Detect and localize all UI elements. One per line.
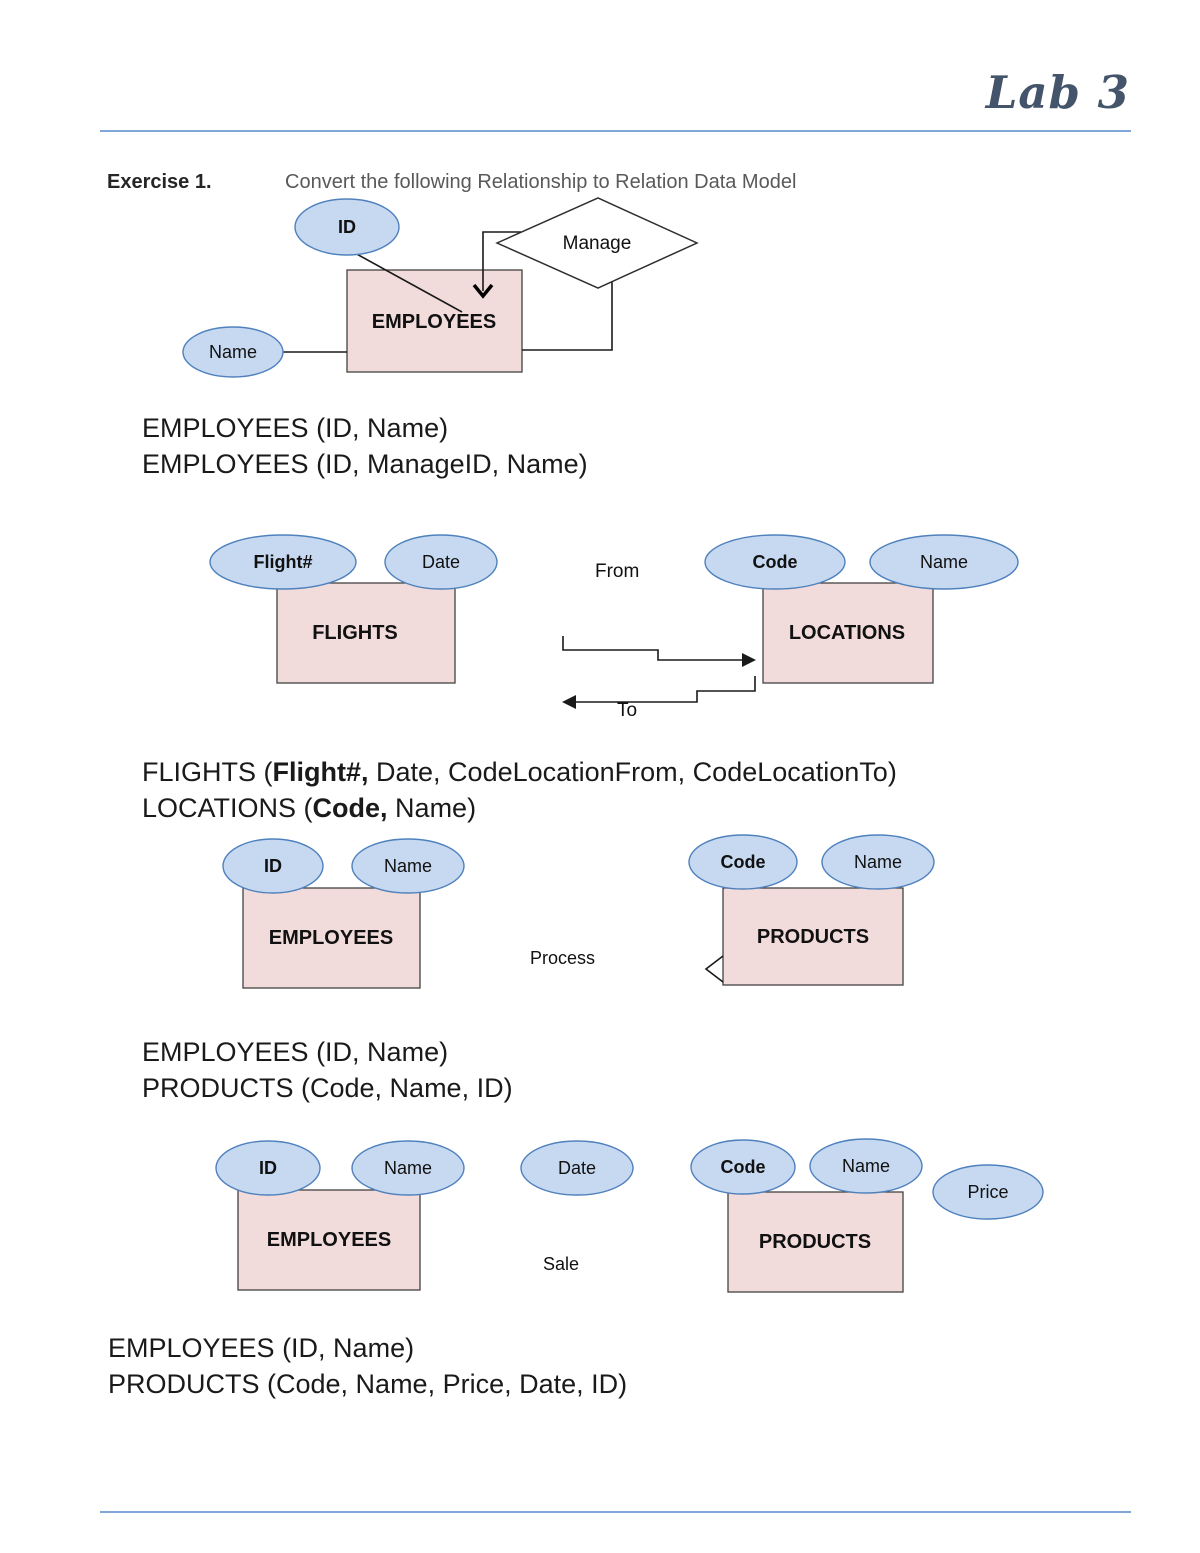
attribute-name-label: Name bbox=[384, 856, 432, 876]
entity-products-rect bbox=[722, 887, 904, 986]
attribute-price-label: Price bbox=[967, 1182, 1008, 1202]
attribute-flightno-ellipse bbox=[209, 534, 357, 590]
diagram-manage: Manage ID Name EMPLOYEES bbox=[182, 197, 699, 378]
attribute-name-ellipse bbox=[809, 1138, 923, 1194]
schema-text-segment: Name) bbox=[387, 793, 477, 823]
diagram-process: ID Name Code Name EMPLOYEES PRODUCTS Pro… bbox=[222, 834, 935, 989]
attribute-id-label: ID bbox=[264, 856, 282, 876]
schema-line: LOCATIONS (Code, Name) bbox=[142, 790, 897, 826]
schema-text-segment: FLIGHTS ( bbox=[142, 757, 273, 787]
attribute-flightno-label: Flight# bbox=[254, 552, 313, 572]
footer-rule bbox=[100, 1511, 1131, 1513]
attribute-name-ellipse bbox=[869, 534, 1019, 590]
schema-text-segment: Code, bbox=[312, 793, 388, 823]
arrow-right-icon bbox=[742, 653, 756, 667]
attribute-date-label: Date bbox=[422, 552, 460, 572]
entity-employees-rect bbox=[346, 269, 523, 373]
diagram-sale: ID Name Date Code Name Price EMPLOYEES P… bbox=[215, 1138, 1044, 1293]
connector-to-arrow-line bbox=[576, 676, 756, 703]
attribute-date-ellipse bbox=[384, 534, 498, 590]
schema-line: PRODUCTS (Code, Name, ID) bbox=[142, 1073, 513, 1103]
attribute-id-ellipse bbox=[215, 1140, 321, 1196]
exercise-instruction: Convert the following Relationship to Re… bbox=[285, 171, 797, 193]
attribute-date-label: Date bbox=[558, 1158, 596, 1178]
attribute-id-ellipse bbox=[222, 838, 324, 894]
attribute-name-ellipse bbox=[351, 1140, 465, 1196]
entity-products-label: PRODUCTS bbox=[759, 1231, 871, 1253]
attribute-id-ellipse bbox=[294, 198, 400, 256]
attribute-name-label: Name bbox=[384, 1158, 432, 1178]
arrow-left-icon bbox=[562, 695, 576, 709]
relationship-process-label: Process bbox=[530, 948, 595, 968]
attribute-code-ellipse bbox=[704, 534, 846, 590]
entity-employees-label: EMPLOYEES bbox=[267, 1229, 391, 1251]
attribute-name-ellipse bbox=[821, 834, 935, 890]
diagram-flights-locations: Flight# Date Code Name FLIGHTS LOCATIONS… bbox=[209, 534, 1019, 721]
attribute-name-label: Name bbox=[920, 552, 968, 572]
exercise-heading: Exercise 1. Convert the following Relati… bbox=[0, 171, 1200, 201]
schema-block-employees-manage: EMPLOYEES (ID, Name) EMPLOYEES (ID, Mana… bbox=[142, 410, 588, 482]
attribute-code-label: Code bbox=[753, 552, 798, 572]
schema-line: PRODUCTS (Code, Name, Price, Date, ID) bbox=[108, 1369, 628, 1399]
attribute-name-label: Name bbox=[209, 342, 257, 362]
entity-flights-label: FLIGHTS bbox=[312, 622, 398, 644]
entity-employees-label: EMPLOYEES bbox=[372, 311, 496, 333]
schema-block-flights-locations: FLIGHTS (Flight#, Date, CodeLocationFrom… bbox=[142, 754, 897, 826]
schema-line: EMPLOYEES (ID, Name) bbox=[108, 1333, 415, 1363]
schema-line: EMPLOYEES (ID, Name) bbox=[142, 1037, 449, 1067]
attribute-name-label: Name bbox=[854, 852, 902, 872]
schema-line: FLIGHTS (Flight#, Date, CodeLocationFrom… bbox=[142, 754, 897, 790]
relationship-partial-diamond bbox=[704, 955, 724, 983]
attribute-id-label: ID bbox=[259, 1158, 277, 1178]
schema-block-employees-products-process: EMPLOYEES (ID, Name) PRODUCTS (Code, Nam… bbox=[142, 1034, 513, 1106]
relationship-sale-label: Sale bbox=[543, 1254, 579, 1274]
attribute-name-label: Name bbox=[842, 1156, 890, 1176]
relationship-manage-label: Manage bbox=[563, 233, 632, 254]
entity-employees-rect bbox=[242, 887, 421, 989]
attribute-code-ellipse bbox=[690, 1139, 796, 1195]
entity-flights-rect bbox=[276, 582, 456, 684]
entity-employees-rect bbox=[237, 1189, 421, 1291]
schema-text-segment: LOCATIONS ( bbox=[142, 793, 313, 823]
entity-locations-rect bbox=[762, 582, 934, 684]
attribute-code-ellipse bbox=[688, 834, 798, 890]
entity-products-label: PRODUCTS bbox=[757, 926, 869, 948]
attribute-id-label: ID bbox=[338, 217, 356, 237]
entity-locations-label: LOCATIONS bbox=[789, 622, 905, 644]
entity-products-rect bbox=[727, 1191, 904, 1293]
attribute-price-ellipse bbox=[932, 1164, 1044, 1220]
schema-block-employees-products-sale: EMPLOYEES (ID, Name) PRODUCTS (Code, Nam… bbox=[108, 1330, 627, 1402]
schema-text-segment: Flight#, bbox=[272, 757, 369, 787]
title-underline-rule bbox=[100, 130, 1131, 132]
schema-line: EMPLOYEES (ID, ManageID, Name) bbox=[142, 449, 588, 479]
attribute-code-label: Code bbox=[721, 852, 766, 872]
attribute-name-ellipse bbox=[351, 838, 465, 894]
connector-employees-to-manage bbox=[522, 282, 613, 351]
arrow-down-icon bbox=[472, 283, 494, 299]
relationship-manage-diamond bbox=[495, 197, 699, 289]
entity-employees-label: EMPLOYEES bbox=[269, 927, 393, 949]
attribute-code-label: Code bbox=[721, 1157, 766, 1177]
connector-id-to-employees bbox=[352, 251, 463, 313]
relationship-from-label: From bbox=[595, 561, 639, 582]
page-title: Lab 3 bbox=[985, 66, 1130, 119]
schema-line: EMPLOYEES (ID, Name) bbox=[142, 413, 449, 443]
exercise-label: Exercise 1. bbox=[107, 171, 212, 193]
attribute-date-ellipse bbox=[520, 1140, 634, 1196]
attribute-name-ellipse bbox=[182, 326, 284, 378]
relationship-to-label: To bbox=[617, 700, 637, 721]
connector-from-arrow-line bbox=[562, 636, 742, 661]
connector-manage-to-employees bbox=[482, 231, 521, 291]
schema-text-segment: Date, CodeLocationFrom, CodeLocationTo) bbox=[368, 757, 897, 787]
